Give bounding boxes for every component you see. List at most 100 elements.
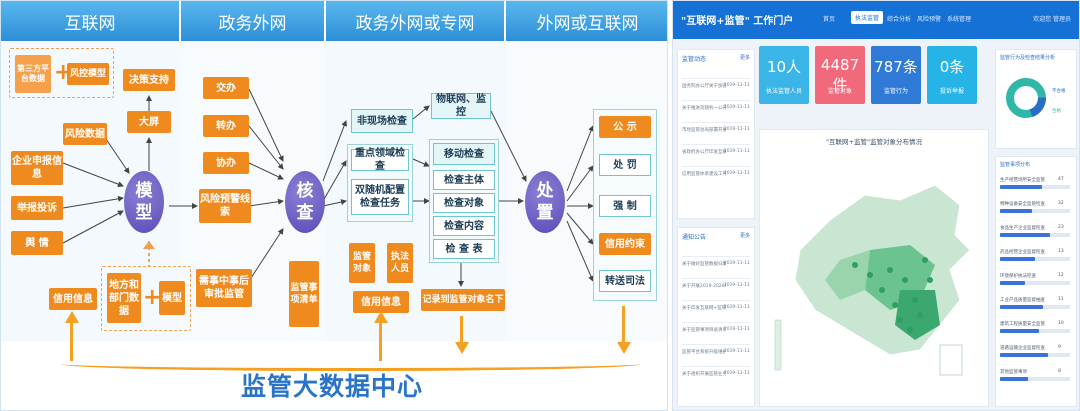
bar-row-value: 23	[1058, 225, 1064, 230]
list-item-date: 2019-11-11	[723, 171, 750, 176]
bar-row-label: 环境保护执法检查	[1000, 274, 1036, 279]
iot-monitor-box: 物联网、监控	[431, 93, 491, 119]
bar-row-label: 生产经营场所安全监管	[1000, 178, 1045, 183]
list-item-date: 2019-11-11	[723, 283, 750, 288]
transfer-box: 转办	[203, 115, 249, 137]
result-panel-title: 监管行为及检查结果分析	[1000, 55, 1056, 61]
list-item[interactable]: 关于开展2019-2020年度监管检查	[682, 284, 726, 289]
bar-row-label: 其他监管事项	[1000, 370, 1027, 375]
nav-home[interactable]: 首页	[823, 16, 836, 23]
bar-fill[interactable]	[1000, 353, 1048, 357]
local-data-box: 地方和部门数据	[107, 273, 141, 323]
kpi-value: 4487件	[820, 56, 860, 94]
enterprise-report-box: 企业申报信息	[11, 151, 63, 185]
bar-fill[interactable]	[1000, 257, 1035, 261]
list-item[interactable]: 信用监管体系建设工作推进会召开	[682, 172, 726, 177]
report-complaint-box: 举报投诉	[11, 196, 63, 220]
list-item[interactable]: 监管平台系统升级维护公告	[682, 350, 726, 355]
check-object-box: 检查对象	[433, 193, 495, 213]
bar-row-value: 12	[1058, 273, 1064, 278]
record-box: 记录到监管对象名下	[421, 289, 505, 311]
kpi-value: 0条	[939, 58, 965, 76]
list-item-date: 2019-11-11	[723, 371, 750, 376]
kpi-actions-card[interactable]: 787条 监管行为	[871, 46, 921, 104]
bar-fill[interactable]	[1000, 305, 1043, 309]
list-item[interactable]: 国务院办公厅关于加强事中事后监管…	[682, 84, 726, 89]
check-table-box: 检 查 表	[433, 239, 495, 259]
kpi-objects-card[interactable]: 4487件 监管对象	[815, 46, 865, 104]
map-panel: "互联网+监管"监管对象分布情况	[759, 129, 989, 407]
bar-fill[interactable]	[1000, 377, 1028, 381]
list-item[interactable]: 关于印发互联网+监管系统使用手册	[682, 306, 726, 311]
decision-support-box: 决策支持	[123, 69, 175, 91]
law-person-box: 执法人员	[387, 243, 413, 283]
bar-row-label: 道路运输企业监督检查	[1000, 346, 1045, 351]
nav-enforcement[interactable]: 执法监管	[851, 11, 884, 24]
bar-track	[1000, 257, 1070, 261]
local-data-group	[101, 266, 191, 331]
nav-system[interactable]: 系统管理	[947, 16, 972, 23]
risk-model-box: 风控模型	[67, 63, 109, 85]
list-item[interactable]: 关于监管事项目录清单的补充通知	[682, 328, 726, 333]
bar-fill[interactable]	[1000, 233, 1050, 237]
kpi-value: 787条	[874, 58, 918, 76]
result-panel: 监管行为及检查结果分析 不合格 合格	[995, 49, 1077, 149]
down-line-1	[460, 316, 463, 344]
bar-row-value: 32	[1058, 201, 1064, 206]
news-more-link[interactable]: 更多	[739, 55, 750, 61]
list-item[interactable]: 关于推进双随机一公开监管工作的通知	[682, 106, 726, 111]
legend-pass: 合格	[1052, 109, 1061, 114]
bar-row-value: 11	[1058, 297, 1064, 302]
down-line-2	[622, 306, 625, 344]
list-item-date: 2019-11-11	[723, 105, 750, 110]
kpi-staff-card[interactable]: 10人 执法监管人员	[759, 46, 809, 104]
judicial-transfer-box: 转送司法	[599, 270, 651, 292]
list-item[interactable]: 市场监管总局部署开展重点领域检查	[682, 128, 726, 133]
risk-data-box: 风险数据	[63, 123, 107, 145]
zone-gov-or-private: 政务外网或专网	[326, 1, 506, 41]
notice-more-link[interactable]: 更多	[739, 233, 750, 239]
bar-row-value: 9	[1058, 345, 1061, 350]
portal-header: "互联网+监管" 工作门户 首页 执法监管 综合分析 风险预警 系统管理 欢迎您…	[673, 1, 1079, 39]
list-item[interactable]: 关于做好监管数据归集工作的通知	[682, 262, 726, 267]
user-label[interactable]: 欢迎您 管理员	[1033, 16, 1071, 23]
kpi-label: 监管行为	[883, 88, 908, 95]
bar-fill[interactable]	[1000, 281, 1025, 285]
public-opinion-box: 舆 情	[11, 231, 63, 255]
portal-screenshot: "互联网+监管" 工作门户 首页 执法监管 综合分析 风险预警 系统管理 欢迎您…	[672, 0, 1080, 411]
nav-warning[interactable]: 风险预警	[917, 16, 942, 23]
list-item-date: 2019-11-11	[723, 349, 750, 354]
zone-internet: 互联网	[1, 1, 181, 41]
verify-circle: 核 查	[285, 171, 325, 233]
donut-chart[interactable]	[1002, 68, 1052, 128]
bar-track	[1000, 281, 1070, 285]
credit-constraint-box: 信用约束	[599, 233, 651, 255]
flow-arrows	[62, 88, 594, 287]
kpi-complaints-card[interactable]: 0条 投诉举报	[927, 46, 977, 104]
list-item[interactable]: 省政府办公厅印发互联网+监管方案	[682, 150, 726, 155]
list-item-date: 2019-11-11	[723, 127, 750, 132]
list-item[interactable]: 关于组织开展监管业务培训的通知	[682, 372, 726, 377]
nav-analysis[interactable]: 综合分析	[887, 16, 912, 23]
news-panel: 监管动态 更多 国务院办公厅关于加强事中事后监管… 2019-11-11 关于推…	[677, 49, 755, 219]
bar-track	[1000, 377, 1070, 381]
bar-row-label: 特种设备安全监管检查	[1000, 202, 1045, 207]
non-site-check-box: 非现场检查	[351, 109, 413, 133]
bar-fill[interactable]	[1000, 209, 1032, 213]
check-content-box: 检查内容	[433, 216, 495, 236]
bar-fill[interactable]	[1000, 185, 1042, 189]
list-item-date: 2019-11-11	[723, 83, 750, 88]
china-map[interactable]	[770, 150, 980, 400]
model-small-box: 模型	[159, 281, 185, 315]
enforce-box: 强 制	[599, 195, 651, 217]
kpi-label: 执法监管人员	[765, 88, 802, 95]
bar-row-label: 建筑工程质量安全监管	[1000, 322, 1045, 327]
credit-info-box-2: 信用信息	[353, 291, 409, 313]
bar-fill[interactable]	[1000, 329, 1039, 333]
credit-info-box: 信用信息	[49, 288, 97, 310]
up-arrow-2	[374, 311, 388, 323]
map-title: "互联网+监管"监管对象分布情况	[826, 138, 922, 146]
up-line-2	[379, 321, 382, 361]
list-item-date: 2019-11-11	[723, 327, 750, 332]
